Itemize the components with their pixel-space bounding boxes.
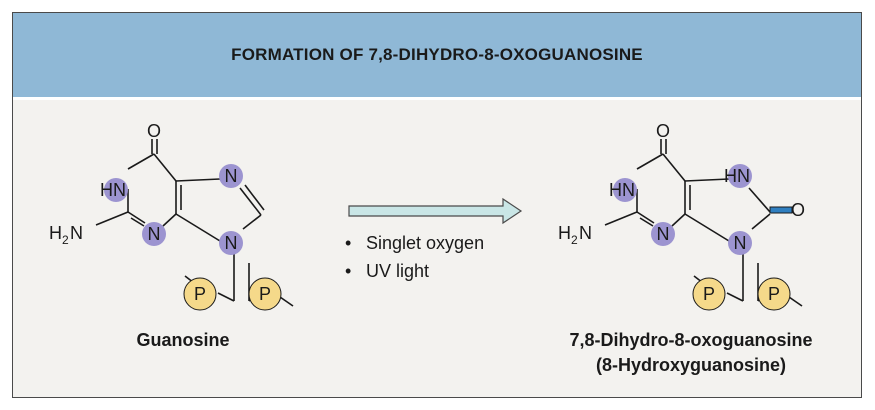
guanosine-label: Guanosine (136, 330, 229, 350)
nitrogen-circle (613, 178, 637, 202)
condition-uv-light: UV light (366, 261, 429, 281)
oxygen-atom: O (656, 121, 670, 141)
condition-singlet-oxygen: Singlet oxygen (366, 233, 484, 253)
phosphate-circle (248, 277, 282, 311)
bond (788, 296, 803, 307)
bond (127, 211, 146, 224)
amino-n-atom: N (579, 223, 592, 243)
oxygen-atom: O (147, 121, 161, 141)
diagram-frame: FORMATION OF 7,8-DIHYDRO-8-OXOGUANOSINE (12, 12, 862, 398)
oxoguanosine-structure (604, 139, 803, 307)
phosphate-circle (757, 277, 791, 311)
bond (130, 217, 145, 227)
bond (671, 213, 686, 227)
diagram-title: FORMATION OF 7,8-DIHYDRO-8-OXOGUANOSINE (231, 45, 643, 64)
nitrogen-atom: N (148, 224, 161, 244)
nh-atom: HN (100, 180, 126, 200)
nh-atom: HN (724, 166, 750, 186)
hydroxyguanosine-label: (8-Hydroxyguanosine) (596, 355, 786, 375)
amino-subscript: 2 (62, 233, 69, 247)
condition-bullet: • (345, 261, 351, 281)
bond (636, 211, 655, 224)
oxoguanosine-label: 7,8-Dihydro-8-oxoguanosine (569, 330, 812, 350)
nitrogen-circle (104, 178, 128, 202)
nitrogen-atom: N (657, 224, 670, 244)
condition-bullet: • (345, 233, 351, 253)
bond (162, 213, 177, 227)
nitrogen-atom: N (225, 233, 238, 253)
bond (153, 153, 177, 182)
nitrogen-atom: N (225, 166, 238, 186)
nitrogen-circle (219, 164, 243, 188)
nitrogen-circle (728, 231, 752, 255)
oxoguanosine-atoms: O HN HN O H 2 N N N P P 7,8-Dihydro-8-ox… (558, 121, 813, 375)
highlighted-carbonyl-bond (769, 206, 793, 214)
bond (636, 153, 664, 170)
bond (279, 296, 294, 307)
bond (662, 153, 686, 182)
arrow-shape (348, 197, 523, 225)
bond (95, 211, 129, 226)
bond (239, 187, 262, 216)
phosphate-atom: P (194, 284, 206, 304)
reaction-conditions: • Singlet oxygen • UV light (345, 233, 484, 281)
reaction-diagram: O HN N H 2 N N N P P Guanosine • Singlet… (49, 121, 813, 375)
phosphate-atom: P (768, 284, 780, 304)
bond (684, 178, 730, 182)
bond (604, 211, 638, 226)
phosphate-atom: P (703, 284, 715, 304)
bond (751, 213, 771, 230)
phosphate-atom: P (259, 284, 271, 304)
bond (684, 213, 730, 242)
nitrogen-circle (728, 164, 752, 188)
phosphate-circle (183, 277, 217, 311)
bond (127, 153, 155, 170)
nh-atom: HN (609, 180, 635, 200)
reaction-arrow (348, 197, 523, 225)
nitrogen-circle (219, 231, 243, 255)
amino-subscript: 2 (571, 233, 578, 247)
bond (244, 184, 265, 211)
bond (175, 178, 221, 182)
bond (639, 217, 654, 227)
bond (748, 187, 771, 213)
highlight-bond (769, 206, 793, 214)
amino-n-atom: N (70, 223, 83, 243)
nitrogen-circle (142, 222, 166, 246)
phosphate-circle (692, 277, 726, 311)
bond (175, 213, 221, 242)
nitrogen-circle (651, 222, 675, 246)
bond (726, 292, 744, 302)
guanosine-atoms: O HN N H 2 N N N P P Guanosine (49, 121, 282, 350)
nitrogen-atom: N (734, 233, 747, 253)
bond (242, 214, 262, 230)
amino-h-atom: H (558, 223, 571, 243)
amino-h-atom: H (49, 223, 62, 243)
oxygen-atom: O (791, 200, 805, 220)
header-banner: FORMATION OF 7,8-DIHYDRO-8-OXOGUANOSINE (13, 13, 861, 100)
bond (217, 292, 235, 302)
